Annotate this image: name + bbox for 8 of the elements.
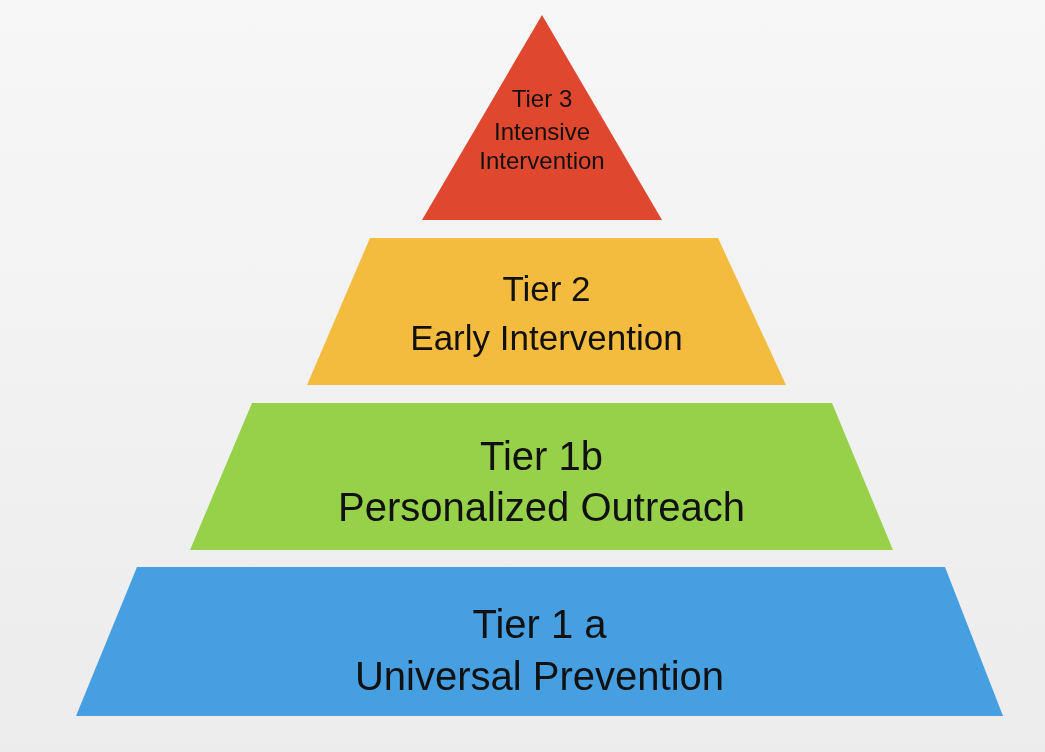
tier-description: Early Intervention — [409, 317, 684, 359]
tier-description: Universal Prevention — [353, 653, 726, 700]
tier-description: Personalized Outreach — [337, 484, 746, 531]
tier-heading: Tier 1 a — [471, 601, 608, 648]
tier-description: Intensive Intervention — [478, 118, 606, 176]
tier-heading: Tier 3 — [510, 85, 574, 114]
tier-heading: Tier 2 — [501, 268, 592, 310]
tier-heading: Tier 1b — [479, 433, 604, 480]
